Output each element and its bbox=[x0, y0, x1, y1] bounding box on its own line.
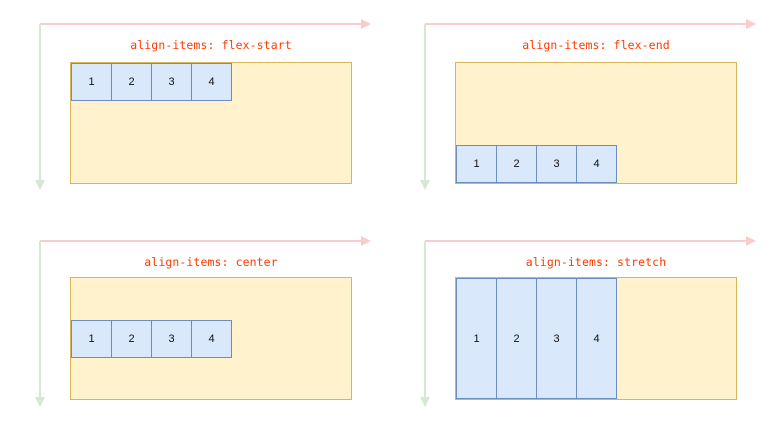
panel-title: align-items: center bbox=[144, 255, 278, 269]
flex-container: 1 2 3 4 bbox=[70, 277, 352, 400]
flex-container: 1 2 3 4 bbox=[455, 62, 737, 184]
flex-item-4: 4 bbox=[576, 278, 617, 399]
flex-item-4: 4 bbox=[191, 63, 232, 101]
axis-arrows bbox=[35, 236, 371, 407]
flex-item-1: 1 bbox=[71, 63, 112, 101]
main-axis-arrowhead bbox=[746, 236, 756, 246]
flex-item-1: 1 bbox=[71, 319, 112, 358]
flex-item-2: 2 bbox=[496, 145, 537, 183]
panel-title: align-items: flex-start bbox=[130, 38, 292, 52]
flex-item-3: 3 bbox=[536, 278, 577, 399]
flex-item-2: 2 bbox=[496, 278, 537, 399]
cross-axis-arrowhead bbox=[35, 180, 45, 190]
flex-item-3: 3 bbox=[536, 145, 577, 183]
main-axis-arrowhead bbox=[746, 19, 756, 29]
cross-axis-arrowhead bbox=[35, 397, 45, 407]
main-axis-arrowhead bbox=[361, 236, 371, 246]
flex-container: 1 2 3 4 bbox=[455, 277, 737, 400]
flex-item-3: 3 bbox=[151, 319, 192, 358]
cross-axis-arrowhead bbox=[420, 180, 430, 190]
axis-arrows bbox=[420, 236, 756, 407]
flex-item-4: 4 bbox=[576, 145, 617, 183]
flex-item-2: 2 bbox=[111, 63, 152, 101]
flex-item-1: 1 bbox=[456, 145, 497, 183]
flex-item-3: 3 bbox=[151, 63, 192, 101]
flex-item-1: 1 bbox=[456, 278, 497, 399]
panel-title: align-items: flex-end bbox=[522, 38, 670, 52]
flex-container: 1 2 3 4 bbox=[70, 62, 352, 184]
flex-item-2: 2 bbox=[111, 319, 152, 358]
axis-arrows bbox=[35, 19, 371, 190]
flex-item-4: 4 bbox=[191, 319, 232, 358]
panel-title: align-items: stretch bbox=[525, 255, 667, 269]
cross-axis-arrowhead bbox=[420, 397, 430, 407]
main-axis-arrowhead bbox=[361, 19, 371, 29]
axis-arrows bbox=[420, 19, 756, 190]
